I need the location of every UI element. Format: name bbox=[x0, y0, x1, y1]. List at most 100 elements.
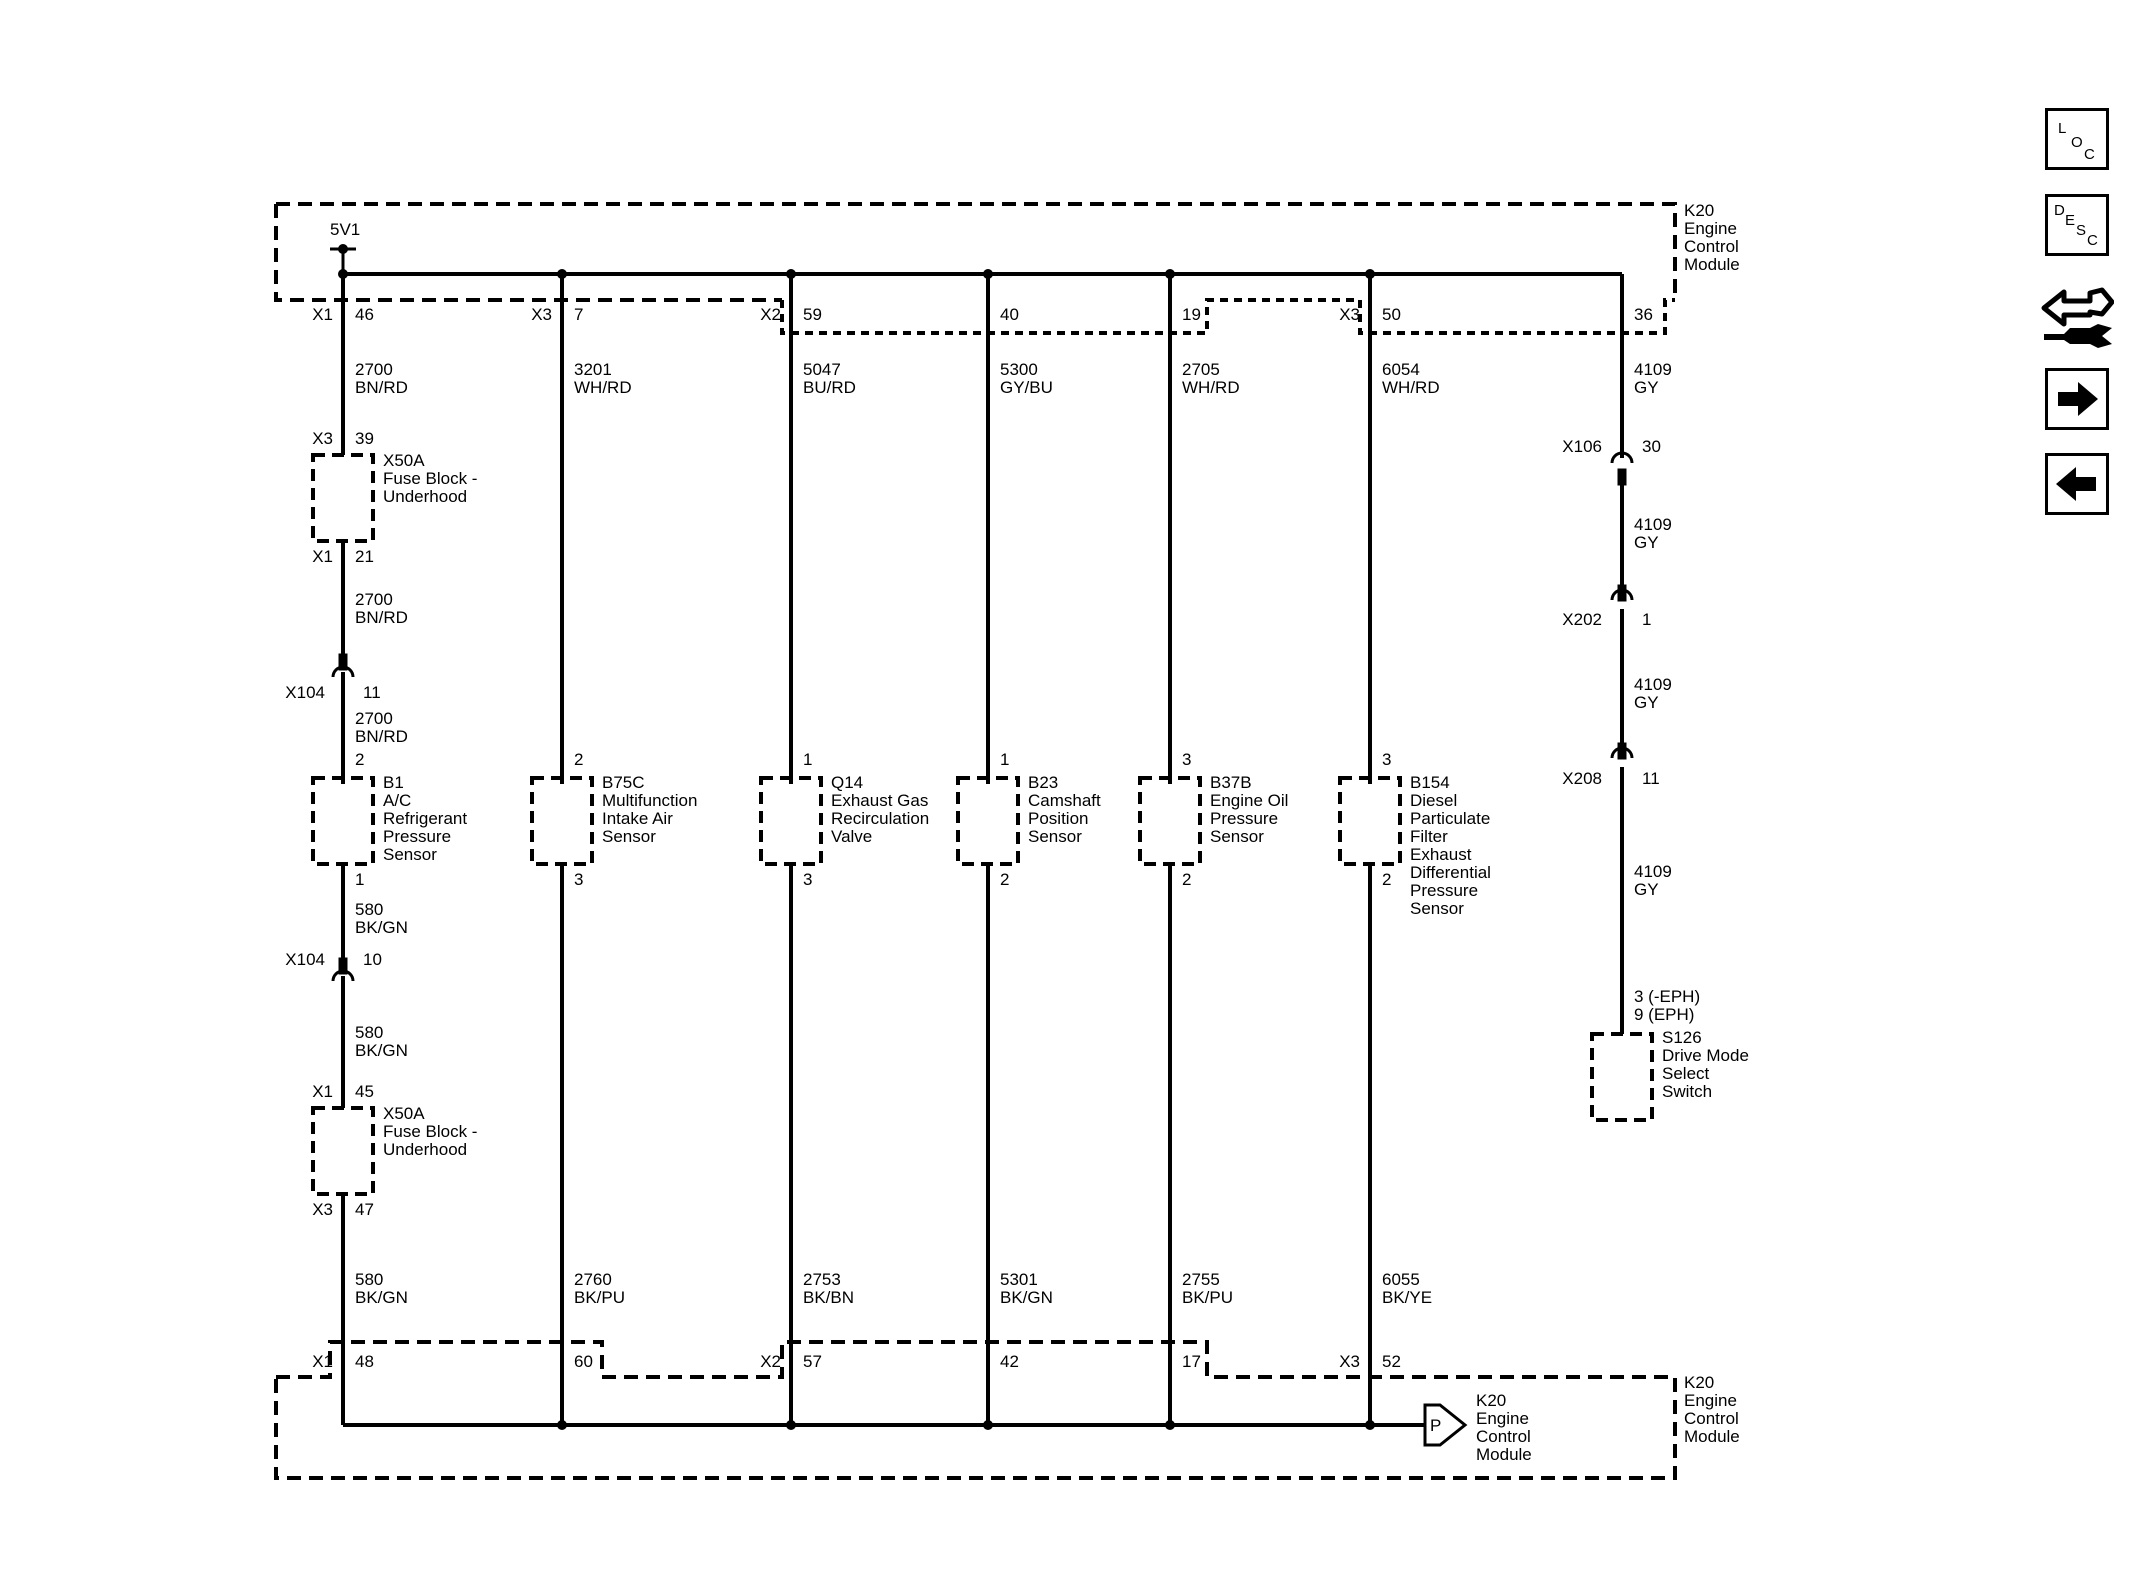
top-wire-color: GY/BU bbox=[1000, 378, 1053, 397]
inline-connector-pin: 11 bbox=[1642, 769, 1660, 788]
bottom-wire-circuit: 2755 bbox=[1182, 1270, 1220, 1289]
wire-circuit: 2700 bbox=[355, 590, 393, 609]
bottom-wire-color: BK/GN bbox=[1000, 1288, 1053, 1307]
bottom-wire-color: BK/BN bbox=[803, 1288, 854, 1307]
component-pin-bottom: 2 bbox=[1382, 870, 1391, 889]
component-box-b37b bbox=[1138, 776, 1202, 866]
wire-color: BN/RD bbox=[355, 727, 408, 746]
inline-connector-id: X104 bbox=[285, 950, 325, 969]
bottom-wire-color: BK/PU bbox=[574, 1288, 625, 1307]
bottom-wire-color: BK/YE bbox=[1382, 1288, 1432, 1307]
top-wire-circuit: 2700 bbox=[355, 360, 393, 379]
power-supply-label: 5V1 bbox=[330, 220, 360, 239]
bottom-wire-circuit: 580 bbox=[355, 1270, 383, 1289]
bottom-wire-circuit: 2760 bbox=[574, 1270, 612, 1289]
connector-tools-icon bbox=[2041, 287, 2115, 348]
bottom-connector-pin: 57 bbox=[803, 1352, 822, 1371]
previous-page-button[interactable] bbox=[2045, 453, 2109, 515]
component-pin-bottom: 3 bbox=[574, 870, 583, 889]
inline-connector-pin: 30 bbox=[1642, 437, 1661, 456]
desc-letter-e: E bbox=[2065, 212, 2075, 229]
desc-letter-d: D bbox=[2054, 202, 2065, 219]
wire-circuit: 4109 bbox=[1634, 862, 1672, 881]
inline-connector-id: X208 bbox=[1562, 769, 1602, 788]
module-bottom-box bbox=[274, 1340, 1677, 1480]
fuse-lower-top-pin: 45 bbox=[355, 1082, 374, 1101]
top-connector-pin: 36 bbox=[1634, 305, 1653, 324]
top-wire-circuit: 4109 bbox=[1634, 360, 1672, 379]
wire-circuit: 4109 bbox=[1634, 515, 1672, 534]
desc-letter-s: S bbox=[2076, 222, 2086, 239]
wire-color: BK/GN bbox=[355, 918, 408, 937]
component-pin-bottom: 2 bbox=[1000, 870, 1009, 889]
bottom-connector-pin: 60 bbox=[574, 1352, 593, 1371]
fuse-lower-bottom-pin: 47 bbox=[355, 1200, 374, 1219]
bottom-connector-pin: 48 bbox=[355, 1352, 374, 1371]
loc-button[interactable]: L O C bbox=[2045, 108, 2109, 170]
bottom-connector-pin: 42 bbox=[1000, 1352, 1019, 1371]
inline-connector-pin: 1 bbox=[1642, 610, 1651, 629]
next-page-button[interactable] bbox=[2045, 368, 2109, 430]
ground-reference-symbol bbox=[1423, 1403, 1468, 1447]
top-connector-pin: 50 bbox=[1382, 305, 1401, 324]
wire-color: BN/RD bbox=[355, 608, 408, 627]
fuse-upper-bottom-id: X1 bbox=[312, 547, 333, 566]
inline-connector-id: X106 bbox=[1562, 437, 1602, 456]
inline-connector-id: X104 bbox=[285, 683, 325, 702]
component-pin-bottom: 3 bbox=[803, 870, 812, 889]
inline-connector-pin: 11 bbox=[363, 683, 381, 702]
switch-pins-label: 3 (-EPH)9 (EPH) bbox=[1634, 987, 1700, 1024]
component-pin-top: 3 bbox=[1182, 750, 1191, 769]
top-wire-color: BN/RD bbox=[355, 378, 408, 397]
top-wire-circuit: 3201 bbox=[574, 360, 612, 379]
component-box-b23 bbox=[956, 776, 1020, 866]
bottom-connector-pin: 17 bbox=[1182, 1352, 1201, 1371]
top-wire-circuit: 6054 bbox=[1382, 360, 1420, 379]
fuse-block-upper bbox=[311, 453, 375, 543]
top-wire-color: WH/RD bbox=[1182, 378, 1240, 397]
top-wire-circuit: 5047 bbox=[803, 360, 841, 379]
wire-circuit: 580 bbox=[355, 1023, 383, 1042]
top-wire-circuit: 5300 bbox=[1000, 360, 1038, 379]
connector-tools-button[interactable] bbox=[2040, 284, 2115, 350]
component-pin-top: 2 bbox=[574, 750, 583, 769]
arrow-right-icon bbox=[2058, 382, 2098, 416]
desc-button[interactable]: D E S C bbox=[2045, 194, 2109, 256]
top-connector-pin: 40 bbox=[1000, 305, 1019, 324]
wire-circuit: 2700 bbox=[355, 709, 393, 728]
component-pin-bottom: 1 bbox=[355, 870, 364, 889]
top-wire-color: WH/RD bbox=[574, 378, 632, 397]
wire-color: GY bbox=[1634, 693, 1659, 712]
component-box-q14 bbox=[759, 776, 823, 866]
fuse-lower-top-id: X1 bbox=[312, 1082, 333, 1101]
top-connector-id: X1 bbox=[312, 305, 333, 324]
top-connector-id: X2 bbox=[760, 305, 781, 324]
top-wire-color: WH/RD bbox=[1382, 378, 1440, 397]
wire-circuit: 4109 bbox=[1634, 675, 1672, 694]
top-wire-color: BU/RD bbox=[803, 378, 856, 397]
component-pin-top: 1 bbox=[1000, 750, 1009, 769]
ground-reference-letter: P bbox=[1430, 1416, 1441, 1435]
component-pin-top: 1 bbox=[803, 750, 812, 769]
bottom-wire-circuit: 5301 bbox=[1000, 1270, 1038, 1289]
top-wire-color: GY bbox=[1634, 378, 1659, 397]
switch-box-s126 bbox=[1590, 1032, 1654, 1122]
component-box-b75c bbox=[530, 776, 594, 866]
component-pin-bottom: 2 bbox=[1182, 870, 1191, 889]
loc-letter-o: O bbox=[2071, 134, 2083, 151]
bottom-connector-id: X3 bbox=[1339, 1352, 1360, 1371]
top-connector-id: X3 bbox=[1339, 305, 1360, 324]
wire-circuit: 580 bbox=[355, 900, 383, 919]
bottom-connector-id: X1 bbox=[312, 1352, 333, 1371]
